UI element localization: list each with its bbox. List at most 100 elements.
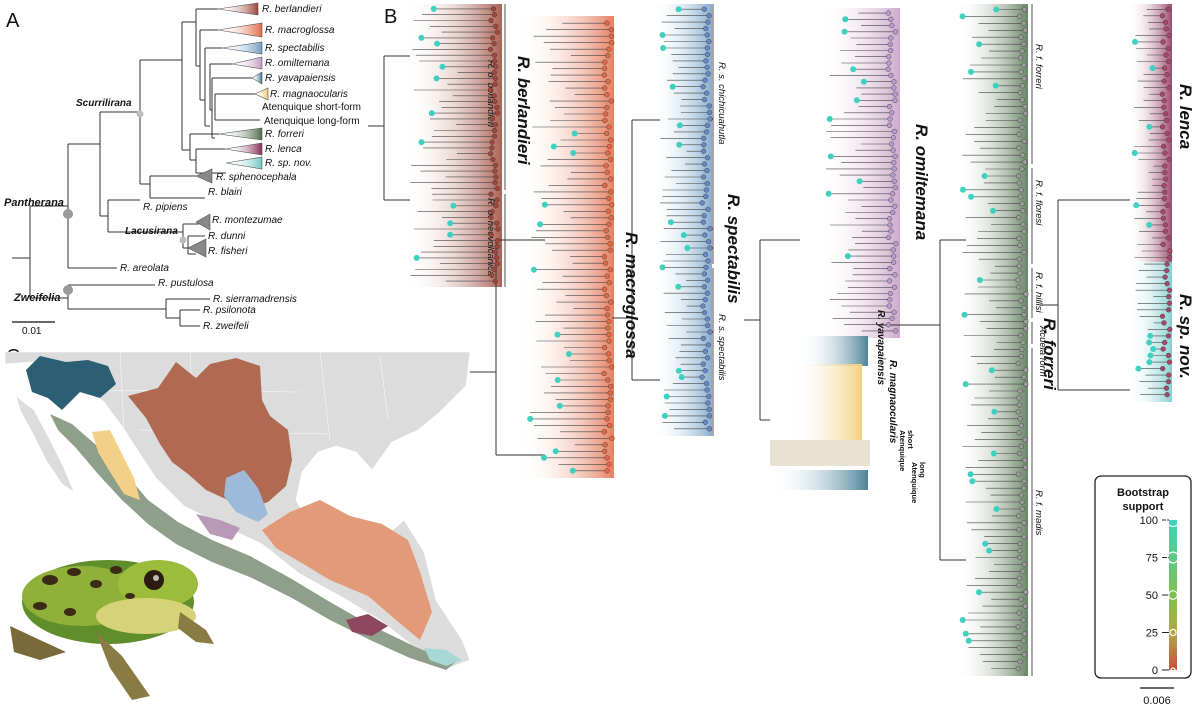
tip-marker	[1021, 76, 1027, 82]
tip-marker	[604, 104, 610, 111]
clade-label-omiltemana: R. omiltemana	[912, 124, 931, 240]
tip-marker	[1019, 346, 1025, 353]
clade-label-spectabilis: R. spectabilis	[724, 194, 743, 304]
legend-marker	[1168, 590, 1178, 600]
subclade-label: R. s. spectabilis	[716, 314, 727, 381]
panel-a-nodes	[63, 110, 187, 295]
tip-marker	[605, 150, 611, 156]
tip-marker	[703, 193, 709, 200]
tip-marker	[887, 222, 893, 228]
tip-marker	[1021, 249, 1027, 255]
tip-marker	[700, 84, 706, 90]
support-node	[860, 78, 867, 85]
tip-marker	[887, 266, 893, 272]
tip-marker	[605, 53, 611, 59]
tip-marker	[608, 215, 614, 221]
tip-marker	[1166, 85, 1172, 91]
support-node	[962, 381, 969, 388]
tip-marker	[602, 260, 609, 266]
tip-marker	[888, 197, 894, 203]
tip-marker	[609, 40, 615, 46]
tip-marker	[1023, 367, 1029, 373]
taxon-label: R. lenca	[265, 144, 302, 155]
support-node	[541, 201, 548, 208]
tip-marker	[1021, 561, 1028, 568]
tip-marker	[491, 52, 498, 58]
tip-marker	[1023, 381, 1029, 387]
tip-marker	[891, 85, 897, 91]
tip-marker	[604, 468, 610, 474]
tip-marker	[1162, 228, 1169, 235]
tip-marker	[703, 58, 709, 64]
tip-marker	[492, 98, 498, 105]
support-node	[850, 66, 857, 73]
tip-marker	[1021, 652, 1028, 658]
tip-marker	[892, 91, 898, 97]
tip-marker	[601, 72, 607, 78]
taxon-label: R. zweifeli	[203, 321, 249, 332]
tip-marker	[888, 35, 894, 41]
taxon-label: R. spectabilis	[265, 43, 324, 54]
support-node	[841, 28, 848, 35]
tip-marker	[492, 58, 498, 64]
tip-marker	[1016, 527, 1022, 533]
tip-marker	[495, 238, 501, 244]
tip-marker	[1166, 372, 1172, 378]
tip-marker	[1020, 638, 1027, 644]
tip-marker	[705, 19, 711, 25]
tip-marker	[700, 174, 707, 180]
tip-marker	[1023, 589, 1029, 595]
support-node	[439, 63, 446, 70]
tip-marker	[706, 13, 712, 19]
clade-label-lenca: R. lenca	[1176, 84, 1195, 149]
taxon-label: R. areolata	[120, 263, 169, 274]
tip-marker	[601, 286, 608, 292]
tip-marker	[494, 255, 500, 261]
tip-marker	[705, 206, 711, 212]
tip-marker	[608, 364, 615, 370]
tip-marker	[492, 81, 498, 87]
panel-b-backbone	[368, 55, 1130, 561]
support-node	[556, 402, 563, 409]
tip-marker	[1167, 254, 1173, 261]
legend-title-2: support	[1123, 501, 1164, 513]
support-node	[680, 232, 687, 239]
tip-marker	[605, 234, 611, 240]
tip-marker	[702, 368, 708, 374]
tip-marker	[706, 38, 712, 45]
tip-marker	[1164, 130, 1170, 137]
tip-marker	[702, 251, 709, 258]
panel-b-atenquique-labels: Atenquique short Atenquique long	[898, 430, 927, 503]
tip-marker	[1017, 90, 1023, 96]
legend-tick-label: 0	[1152, 665, 1158, 677]
tip-marker	[608, 33, 615, 39]
tip-marker	[1019, 83, 1026, 89]
support-node	[566, 351, 572, 357]
support-node	[550, 143, 557, 150]
tip-marker	[491, 40, 497, 47]
range-omiltemana	[196, 514, 240, 540]
tip-marker	[492, 75, 499, 82]
tip-marker	[889, 110, 895, 116]
subclade-label: R. s. chichicuahutla	[716, 62, 727, 144]
support-node	[433, 75, 440, 82]
tip-marker	[1022, 110, 1029, 117]
tip-marker	[1165, 6, 1171, 12]
tip-marker	[885, 322, 892, 328]
tip-marker	[893, 241, 899, 247]
tip-marker	[1160, 241, 1166, 248]
tip-marker	[892, 272, 898, 278]
group-label-lacusirana: Lacusirana	[125, 226, 178, 237]
tip-marker	[702, 419, 708, 425]
tip-marker	[1019, 48, 1025, 54]
tip-marker	[609, 435, 615, 441]
tip-marker	[605, 409, 611, 416]
tip-marker	[605, 351, 612, 357]
tip-marker	[493, 174, 499, 180]
tip-marker	[1164, 71, 1170, 78]
tip-marker	[488, 214, 494, 221]
tip-marker	[1022, 464, 1029, 470]
tip-marker	[494, 29, 501, 35]
tip-marker	[703, 264, 709, 271]
tip-marker	[493, 23, 499, 29]
